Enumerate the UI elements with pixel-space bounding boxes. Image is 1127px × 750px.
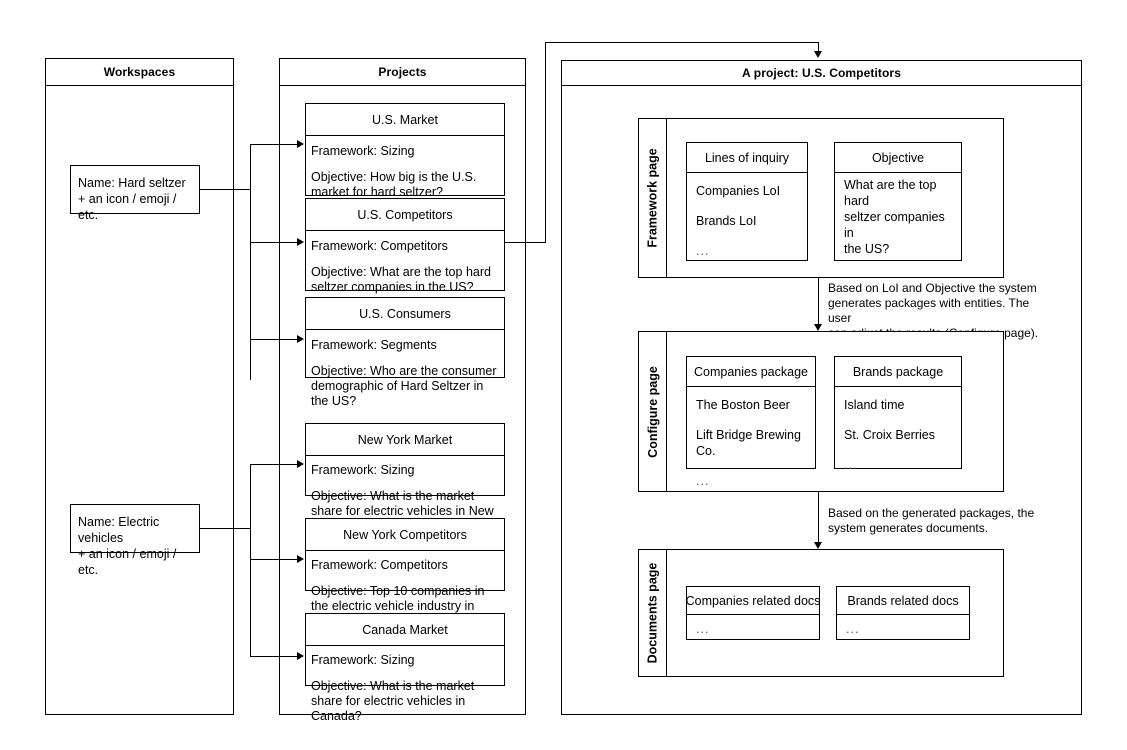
list-item: Companies LoI bbox=[696, 184, 781, 198]
connector-detail-leg-4 bbox=[818, 42, 819, 53]
list-item: The Boston Beer bbox=[696, 398, 790, 412]
lines-of-inquiry-card[interactable]: Lines of inquiry Companies LoI Brands Lo… bbox=[686, 142, 808, 261]
project-card-title: U.S. Consumers bbox=[306, 298, 504, 330]
connector-ws2-stem bbox=[200, 528, 251, 529]
companies-related-docs-card[interactable]: Companies related docs ... bbox=[686, 586, 820, 640]
companies-related-docs-title: Companies related docs bbox=[686, 587, 820, 615]
connector-framework-to-configure bbox=[818, 278, 819, 328]
project-card-body: Framework: Segments Objective: Who are t… bbox=[306, 330, 504, 409]
list-item: St. Croix Berries bbox=[844, 428, 935, 442]
arrow-to-new-york-market bbox=[297, 460, 304, 468]
project-framework: Framework: Sizing bbox=[311, 653, 415, 667]
workspaces-column-title: Workspaces bbox=[46, 59, 233, 86]
project-card-title: New York Market bbox=[306, 424, 504, 456]
connector-configure-to-documents bbox=[818, 492, 819, 546]
connector-ws2-branch-1 bbox=[250, 464, 298, 465]
project-card-us-consumers[interactable]: U.S. Consumers Framework: Segments Objec… bbox=[305, 297, 505, 408]
companies-package-title: Companies package bbox=[687, 357, 815, 387]
documents-page-label: Documents page bbox=[639, 550, 667, 676]
connector-detail-leg-2 bbox=[545, 42, 546, 243]
list-item: Island time bbox=[844, 398, 905, 412]
framework-page-label-text: Framework page bbox=[645, 148, 660, 248]
lines-of-inquiry-body: Companies LoI Brands LoI ... bbox=[687, 173, 807, 269]
project-objective: Objective: How big is the U.S. market fo… bbox=[311, 170, 477, 199]
list-item: ... bbox=[844, 458, 858, 472]
brands-related-docs-card[interactable]: Brands related docs ... bbox=[836, 586, 970, 640]
project-objective: Objective: What are the top hard seltzer… bbox=[311, 265, 491, 294]
objective-card-body: What are the top hard seltzer companies … bbox=[835, 173, 961, 261]
projects-column-title: Projects bbox=[280, 59, 525, 86]
connector-ws1-branch-2 bbox=[250, 242, 298, 243]
brands-package-body: Island time St. Croix Berries ... bbox=[835, 387, 961, 483]
arrow-to-canada-market bbox=[297, 652, 304, 660]
connector-detail-leg-3 bbox=[545, 42, 819, 43]
lines-of-inquiry-title: Lines of inquiry bbox=[687, 143, 807, 173]
project-card-us-competitors[interactable]: U.S. Competitors Framework: Competitors … bbox=[305, 198, 505, 294]
brands-package-title: Brands package bbox=[835, 357, 961, 387]
arrow-to-us-consumers bbox=[297, 335, 304, 343]
connector-ws2-branch-2 bbox=[250, 559, 298, 560]
project-objective: Objective: What is the market share for … bbox=[311, 679, 475, 723]
brands-package-card[interactable]: Brands package Island time St. Croix Ber… bbox=[834, 356, 962, 472]
arrow-to-us-market bbox=[297, 140, 304, 148]
project-card-title: U.S. Competitors bbox=[306, 199, 504, 231]
connector-ws2-trunk bbox=[250, 464, 251, 656]
brands-related-docs-body: ... bbox=[837, 615, 969, 643]
project-card-canada-market[interactable]: Canada Market Framework: Sizing Objectiv… bbox=[305, 613, 505, 723]
companies-package-body: The Boston Beer Lift Bridge Brewing Co. … bbox=[687, 387, 815, 499]
list-item: ... bbox=[846, 622, 860, 636]
workspace-card-hard-seltzer[interactable]: Name: Hard seltzer + an icon / emoji / e… bbox=[70, 165, 200, 222]
project-objective: Objective: Who are the consumer demograp… bbox=[311, 364, 497, 408]
list-item: ... bbox=[696, 622, 710, 636]
project-framework: Framework: Sizing bbox=[311, 144, 415, 158]
project-framework: Framework: Segments bbox=[311, 338, 437, 352]
project-card-new-york-market[interactable]: New York Market Framework: Sizing Object… bbox=[305, 423, 505, 533]
list-item: ... bbox=[696, 244, 710, 258]
connector-ws1-trunk bbox=[250, 144, 251, 380]
project-card-body: Framework: Competitors Objective: What a… bbox=[306, 231, 504, 301]
arrow-to-configure-page bbox=[814, 324, 822, 331]
arrow-to-documents-page bbox=[814, 542, 822, 549]
arrow-to-new-york-competitors bbox=[297, 555, 304, 563]
objective-card-title: Objective bbox=[835, 143, 961, 173]
note-configure-to-documents: Based on the generated packages, the sys… bbox=[828, 506, 1035, 535]
project-framework: Framework: Competitors bbox=[311, 239, 448, 253]
brands-related-docs-title: Brands related docs bbox=[837, 587, 969, 615]
connector-detail-leg-1 bbox=[505, 242, 546, 243]
project-card-body: Framework: Sizing Objective: How big is … bbox=[306, 136, 504, 206]
connector-ws1-branch-3 bbox=[250, 339, 298, 340]
project-framework: Framework: Sizing bbox=[311, 463, 415, 477]
connector-ws1-branch-1 bbox=[250, 144, 298, 145]
workspaces-column: Workspaces bbox=[45, 58, 234, 715]
connector-ws1-stem bbox=[200, 189, 251, 190]
objective-card-text: What are the top hard seltzer companies … bbox=[844, 178, 945, 256]
project-card-title: Canada Market bbox=[306, 614, 504, 646]
project-card-us-market[interactable]: U.S. Market Framework: Sizing Objective:… bbox=[305, 103, 505, 199]
companies-package-card[interactable]: Companies package The Boston Beer Lift B… bbox=[686, 356, 816, 488]
objective-card[interactable]: Objective What are the top hard seltzer … bbox=[834, 142, 962, 261]
project-card-title: U.S. Market bbox=[306, 104, 504, 136]
project-detail-title: A project: U.S. Competitors bbox=[562, 61, 1081, 86]
configure-page-label-text: Configure page bbox=[645, 365, 660, 458]
list-item: Lift Bridge Brewing Co. bbox=[696, 428, 801, 458]
project-framework: Framework: Competitors bbox=[311, 558, 448, 572]
list-item: Brands LoI bbox=[696, 214, 757, 228]
project-card-new-york-competitors[interactable]: New York Competitors Framework: Competit… bbox=[305, 518, 505, 628]
configure-page-label: Configure page bbox=[639, 332, 667, 491]
arrow-to-project-detail bbox=[814, 51, 822, 58]
connector-ws2-branch-3 bbox=[250, 656, 298, 657]
list-item: ... bbox=[696, 474, 710, 488]
project-card-title: New York Competitors bbox=[306, 519, 504, 551]
framework-page-label: Framework page bbox=[639, 119, 667, 277]
documents-page-label-text: Documents page bbox=[645, 562, 660, 664]
workspace-card-electric-vehicles[interactable]: Name: Electric vehicles + an icon / emoj… bbox=[70, 504, 200, 577]
arrow-to-us-competitors bbox=[297, 238, 304, 246]
companies-related-docs-body: ... bbox=[687, 615, 819, 643]
project-card-body: Framework: Sizing Objective: What is the… bbox=[306, 646, 504, 730]
